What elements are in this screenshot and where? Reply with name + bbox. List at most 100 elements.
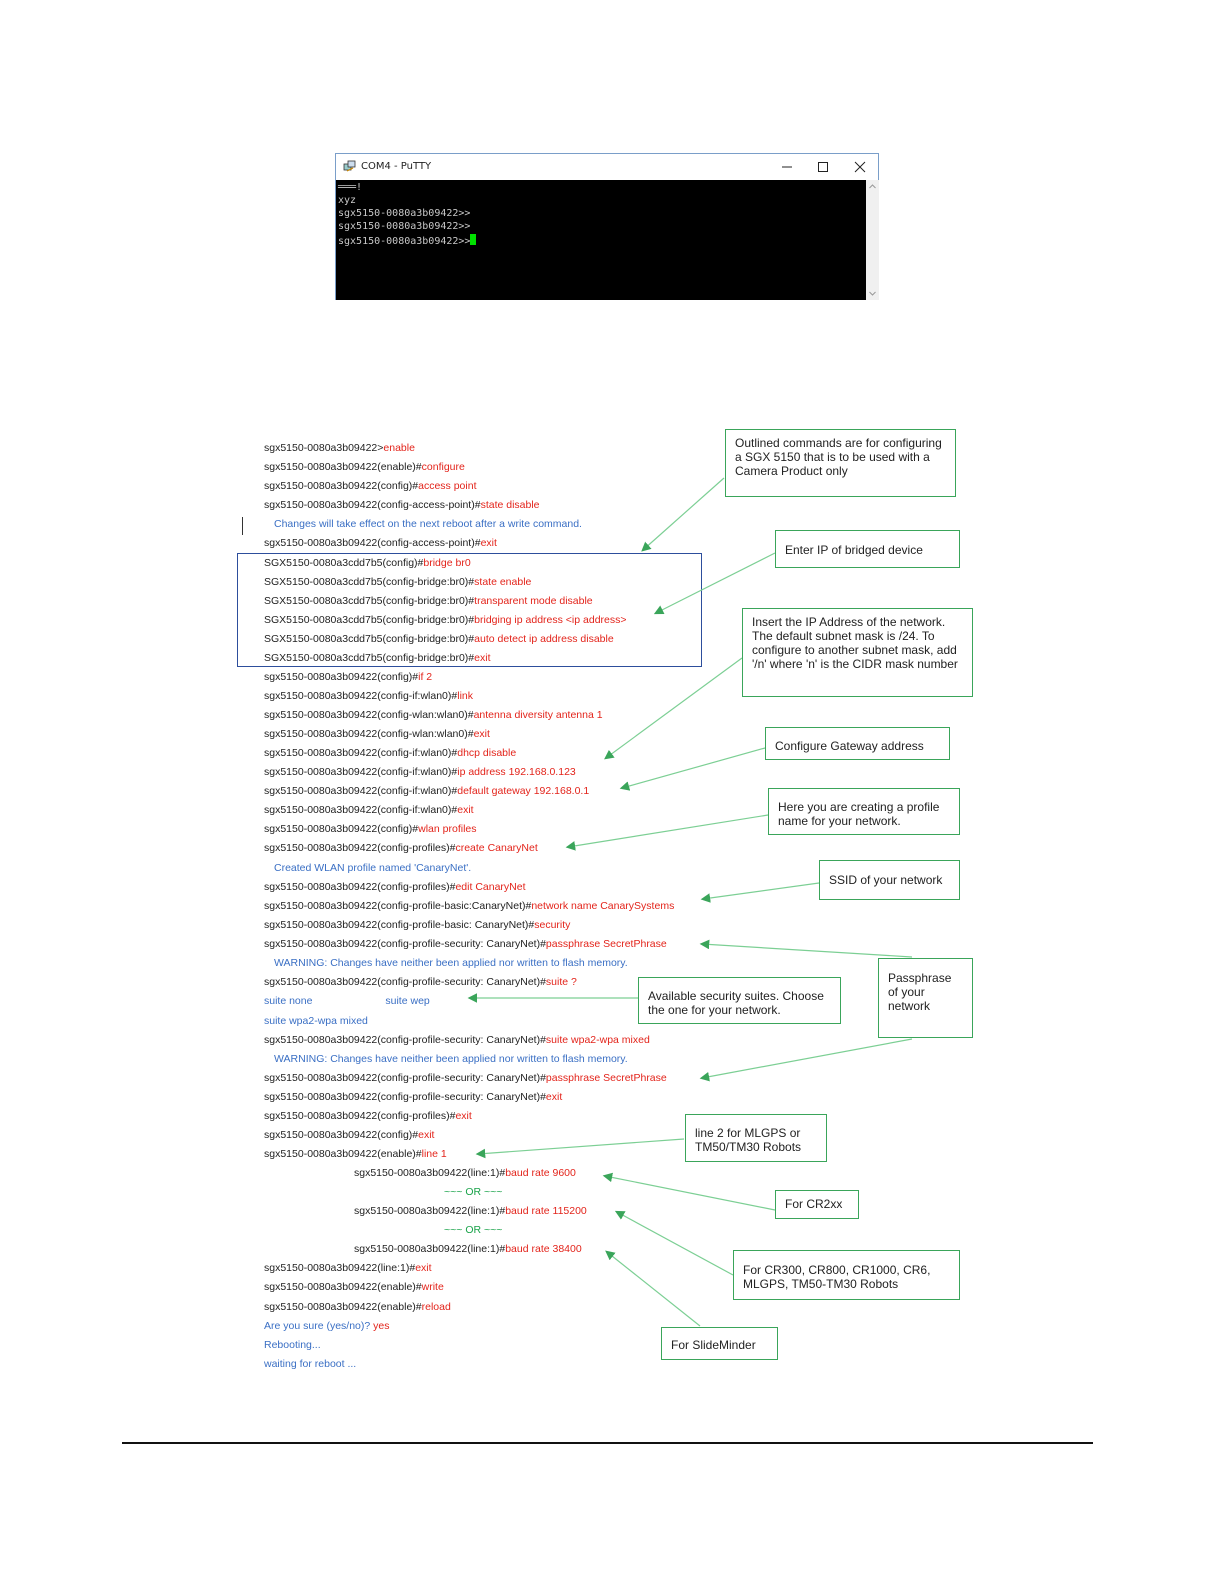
- cli-command: baud rate 9600: [505, 1167, 576, 1179]
- cli-command: suite wpa2-wpa mixed: [545, 1034, 650, 1046]
- cli-prompt: sgx5150-0080a3b09422(config-access-point…: [264, 499, 481, 511]
- cli-line: SGX5150-0080a3cdd7b5(config-bridge:br0)#…: [264, 633, 614, 646]
- cli-line: sgx5150-0080a3b09422(config-wlan:wlan0)#…: [264, 709, 603, 722]
- cli-command: create CanaryNet: [455, 842, 538, 854]
- cli-line: sgx5150-0080a3b09422(config-access-point…: [264, 537, 497, 550]
- callout-outlined-commands: Outlined commands are for configuring a …: [725, 429, 956, 497]
- cli-message: Created WLAN profile named 'CanaryNet'.: [274, 862, 472, 874]
- cli-prompt: sgx5150-0080a3b09422(line:1)#: [354, 1205, 506, 1217]
- arrow: [565, 814, 769, 851]
- cli-line: Changes will take effect on the next reb…: [274, 518, 582, 531]
- arrow: [699, 1038, 913, 1082]
- cli-line: suite none suite wep: [264, 995, 430, 1008]
- callout-security-suites: Available security suites. Choose the on…: [638, 977, 841, 1024]
- terminal-line: xyz: [338, 195, 357, 206]
- cli-line: sgx5150-0080a3b09422(enable)#line 1: [264, 1148, 447, 1161]
- cli-line: sgx5150-0080a3b09422(config)#exit: [264, 1129, 434, 1142]
- cli-line: sgx5150-0080a3b09422(config-profiles)#cr…: [264, 842, 538, 855]
- callout-cr300: For CR300, CR800, CR1000, CR6, MLGPS, TM…: [733, 1250, 960, 1300]
- arrow: [699, 939, 913, 958]
- cli-command: exit: [418, 1129, 435, 1141]
- cli-prompt: sgx5150-0080a3b09422(line:1)#: [264, 1262, 416, 1274]
- cli-command: write: [421, 1281, 444, 1293]
- arrow: [619, 747, 766, 791]
- cli-line: sgx5150-0080a3b09422(config-if:wlan0)#de…: [264, 785, 589, 798]
- cli-command: reload: [421, 1301, 451, 1313]
- maximize-icon[interactable]: [808, 157, 838, 177]
- cli-line: sgx5150-0080a3b09422(line:1)#baud rate 1…: [354, 1205, 587, 1218]
- cli-line: SGX5150-0080a3cdd7b5(config-bridge:br0)#…: [264, 652, 491, 665]
- cli-line: SGX5150-0080a3cdd7b5(config-bridge:br0)#…: [264, 576, 531, 589]
- cli-command: bridge br0: [423, 557, 471, 569]
- cli-line: sgx5150-0080a3b09422(enable)#write: [264, 1281, 444, 1294]
- cli-line: sgx5150-0080a3b09422(config-profile-secu…: [264, 1091, 562, 1104]
- cli-prompt: SGX5150-0080a3cdd7b5(config-bridge:br0)#: [264, 595, 475, 607]
- cli-prompt: SGX5150-0080a3cdd7b5(config-bridge:br0)#: [264, 652, 475, 664]
- cli-command: antenna diversity antenna 1: [473, 709, 603, 721]
- cli-prompt: sgx5150-0080a3b09422(config)#: [264, 1129, 419, 1141]
- cli-line: sgx5150-0080a3b09422(config-if:wlan0)#dh…: [264, 747, 516, 760]
- arrow: [653, 552, 776, 615]
- cli-prompt: sgx5150-0080a3b09422>: [264, 442, 384, 454]
- cli-line: Rebooting...: [264, 1339, 321, 1352]
- cli-line: sgx5150-0080a3b09422(config-if:wlan0)#li…: [264, 690, 473, 703]
- close-icon[interactable]: [845, 157, 875, 177]
- cli-command: exit: [455, 1110, 472, 1122]
- cli-line: sgx5150-0080a3b09422(line:1)#baud rate 3…: [354, 1243, 582, 1256]
- cli-command: bridging ip address <ip address>: [474, 614, 627, 626]
- arrow: [602, 1172, 776, 1211]
- cli-prompt: SGX5150-0080a3cdd7b5(config)#: [264, 557, 424, 569]
- cli-prompt: sgx5150-0080a3b09422(enable)#: [264, 1281, 422, 1293]
- cli-line: Created WLAN profile named 'CanaryNet'.: [274, 862, 471, 875]
- terminal-output[interactable]: ═══! xyz sgx5150-0080a3b09422>> sgx5150-…: [336, 180, 866, 300]
- cli-message: Are you sure (yes/no)?: [264, 1320, 374, 1332]
- terminal-prompt: sgx5150-0080a3b09422>>: [338, 234, 477, 248]
- cli-line: sgx5150-0080a3b09422(config-profile-secu…: [264, 1034, 650, 1047]
- callout-cr2xx: For CR2xx: [775, 1190, 859, 1219]
- footer-rule: [122, 1442, 1093, 1444]
- cli-line: sgx5150-0080a3b09422(line:1)#exit: [264, 1262, 432, 1275]
- cli-line: waiting for reboot ...: [264, 1358, 356, 1371]
- cli-line: sgx5150-0080a3b09422(enable)#reload: [264, 1301, 451, 1314]
- cli-prompt: sgx5150-0080a3b09422(config-if:wlan0)#: [264, 766, 458, 778]
- cli-command: ip address 192.168.0.123: [457, 766, 576, 778]
- cli-prompt: sgx5150-0080a3b09422(config-profile-secu…: [264, 1091, 546, 1103]
- putty-icon: [343, 160, 356, 172]
- cli-prompt: sgx5150-0080a3b09422(config-profiles)#: [264, 842, 456, 854]
- cli-line: ~~~ OR ~~~: [444, 1224, 502, 1237]
- cli-line: WARNING: Changes have neither been appli…: [274, 957, 628, 970]
- cli-prompt: sgx5150-0080a3b09422(config-profile-basi…: [264, 919, 535, 931]
- cli-prompt: sgx5150-0080a3b09422(config-if:wlan0)#: [264, 785, 458, 797]
- cli-line: sgx5150-0080a3b09422(config-access-point…: [264, 499, 540, 512]
- cli-line: sgx5150-0080a3b09422(config-profile-basi…: [264, 900, 674, 913]
- cli-line: suite wpa2-wpa mixed: [264, 1015, 368, 1028]
- terminal-line: sgx5150-0080a3b09422>>: [338, 236, 471, 247]
- cli-line: sgx5150-0080a3b09422(config-if:wlan0)#ex…: [264, 804, 474, 817]
- cli-command: dhcp disable: [457, 747, 517, 759]
- cli-command: access point: [418, 480, 477, 492]
- cli-line: sgx5150-0080a3b09422(config-profile-basi…: [264, 919, 570, 932]
- cli-line: sgx5150-0080a3b09422>enable: [264, 442, 415, 455]
- cli-line: sgx5150-0080a3b09422(config-profile-secu…: [264, 1072, 667, 1085]
- text-cursor: [470, 234, 477, 245]
- cli-prompt: sgx5150-0080a3b09422(config-access-point…: [264, 537, 481, 549]
- cli-message: WARNING: Changes have neither been appli…: [274, 1053, 628, 1065]
- cli-line: sgx5150-0080a3b09422(config)#access poin…: [264, 480, 477, 493]
- scrollbar[interactable]: [866, 180, 879, 300]
- minimize-icon[interactable]: [772, 157, 802, 177]
- cli-line: sgx5150-0080a3b09422(config)#if 2: [264, 671, 432, 684]
- cli-prompt: sgx5150-0080a3b09422(config-wlan:wlan0)#: [264, 709, 474, 721]
- cli-command: if 2: [418, 671, 433, 683]
- window-title: COM4 - PuTTY: [361, 161, 432, 172]
- cli-line: SGX5150-0080a3cdd7b5(config-bridge:br0)#…: [264, 595, 593, 608]
- cli-line: sgx5150-0080a3b09422(config-profile-secu…: [264, 938, 667, 951]
- cli-command: default gateway 192.168.0.1: [457, 785, 590, 797]
- cli-line: WARNING: Changes have neither been appli…: [274, 1053, 628, 1066]
- scroll-arrows-icon: [869, 184, 876, 296]
- cli-prompt: sgx5150-0080a3b09422(line:1)#: [354, 1243, 506, 1255]
- cli-separator: ~~~ OR ~~~: [444, 1224, 503, 1236]
- cli-prompt: sgx5150-0080a3b09422(config-profile-secu…: [264, 1072, 546, 1084]
- title-bar: COM4 - PuTTY: [336, 154, 878, 180]
- cli-command: exit: [480, 537, 497, 549]
